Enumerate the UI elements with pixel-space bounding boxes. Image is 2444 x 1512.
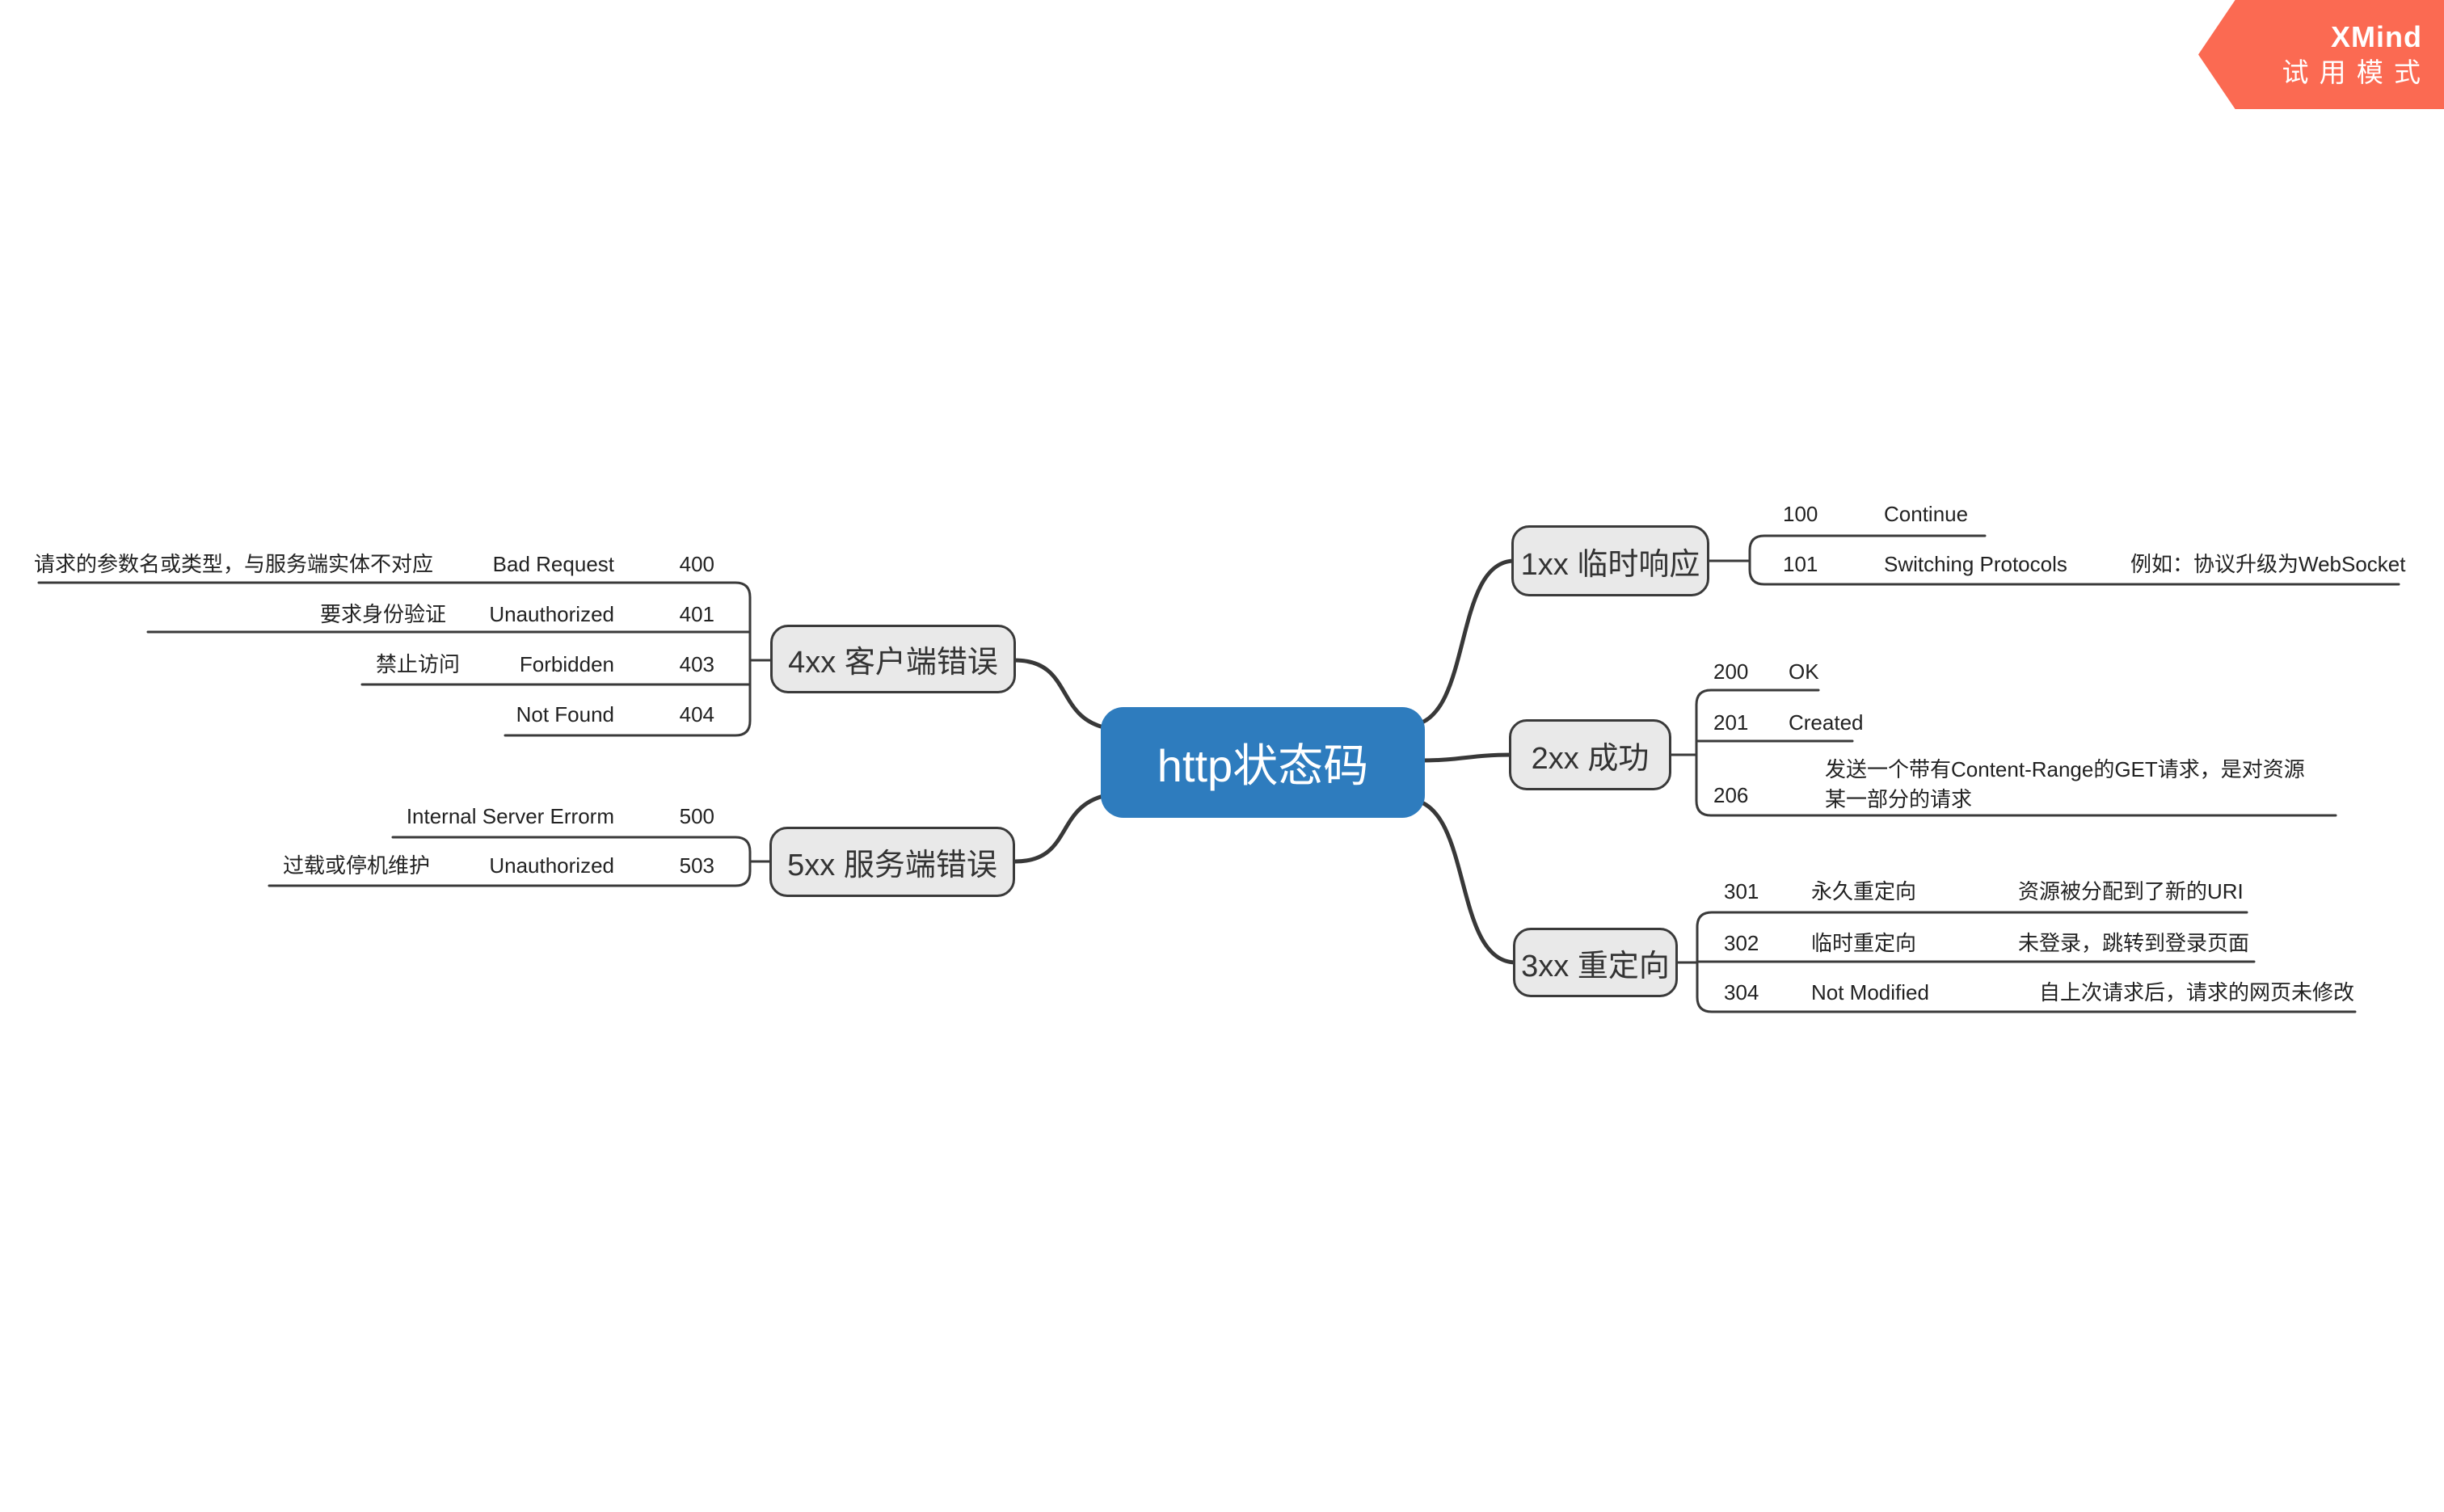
topic-name-403[interactable]: Forbidden xyxy=(519,652,614,676)
central-topic[interactable]: http状态码 xyxy=(1101,707,1425,818)
topic-name-201[interactable]: Created xyxy=(1789,710,1864,735)
topic-code-100[interactable]: 100 xyxy=(1783,502,1818,526)
topic-name-304[interactable]: Not Modified xyxy=(1811,980,1929,1004)
topic-name-500[interactable]: Internal Server Errorm xyxy=(406,804,614,828)
branch-node-5xx[interactable]: 5xx 服务端错误 xyxy=(769,827,1015,897)
central-topic-label: http状态码 xyxy=(1157,740,1369,791)
trial-mode-ribbon[interactable]: XMind 试 用 模 式 xyxy=(2198,0,2444,109)
topic-code-201[interactable]: 201 xyxy=(1713,710,1749,735)
topic-note-101[interactable]: 例如：协议升级为WebSocket xyxy=(2130,552,2406,576)
branch-node-3xx[interactable]: 3xx 重定向 xyxy=(1513,928,1678,997)
topic-note-304[interactable]: 自上次请求后，请求的网页未修改 xyxy=(2039,980,2355,1004)
topic-name-404[interactable]: Not Found xyxy=(516,702,614,727)
topic-note-301[interactable]: 资源被分配到了新的URI xyxy=(2018,879,2244,903)
topic-code-403[interactable]: 403 xyxy=(679,652,714,676)
topic-name-200[interactable]: OK xyxy=(1789,659,1819,684)
trial-mode-label: 试 用 模 式 xyxy=(2282,57,2422,87)
topic-name-101[interactable]: Switching Protocols xyxy=(1884,552,2067,576)
topic-code-200[interactable]: 200 xyxy=(1713,659,1749,684)
branch-node-1xx[interactable]: 1xx 临时响应 xyxy=(1511,525,1709,596)
topic-code-503[interactable]: 503 xyxy=(679,853,714,878)
topic-note-401[interactable]: 要求身份验证 xyxy=(319,602,446,626)
topic-name-400[interactable]: Bad Request xyxy=(492,552,614,576)
topic-code-206[interactable]: 206 xyxy=(1713,783,1749,807)
topic-code-302[interactable]: 302 xyxy=(1724,931,1759,955)
topic-note-400[interactable]: 请求的参数名或类型，与服务端实体不对应 xyxy=(33,552,433,576)
topic-note-503[interactable]: 过载或停机维护 xyxy=(282,853,430,878)
topic-code-400[interactable]: 400 xyxy=(679,552,714,576)
topic-code-404[interactable]: 404 xyxy=(679,702,714,727)
topic-note-403[interactable]: 禁止访问 xyxy=(375,652,460,676)
topic-name-401[interactable]: Unauthorized xyxy=(489,602,614,626)
topic-name-302[interactable]: 临时重定向 xyxy=(1811,931,1917,955)
branch-label-1xx: 1xx 临时响应 xyxy=(1520,547,1700,582)
branch-label-2xx: 2xx 成功 xyxy=(1531,741,1650,776)
branch-label-4xx: 4xx 客户端错误 xyxy=(788,646,998,680)
topic-name-503[interactable]: Unauthorized xyxy=(489,853,614,878)
branch-label-5xx: 5xx 服务端错误 xyxy=(787,849,997,882)
branch-node-2xx[interactable]: 2xx 成功 xyxy=(1509,719,1671,790)
xmind-logo-text: XMind xyxy=(2331,19,2422,53)
topic-note-206[interactable]: 发送一个带有Content-Range的GET请求，是对资源某一部分的请求 xyxy=(1825,757,2305,811)
branch-node-4xx[interactable]: 4xx 客户端错误 xyxy=(770,625,1016,693)
topic-name-301[interactable]: 永久重定向 xyxy=(1811,879,1917,903)
topic-code-304[interactable]: 304 xyxy=(1724,980,1759,1004)
topic-code-301[interactable]: 301 xyxy=(1724,879,1759,903)
topic-name-100[interactable]: Continue xyxy=(1884,502,1969,526)
topic-code-101[interactable]: 101 xyxy=(1783,552,1818,576)
topic-code-401[interactable]: 401 xyxy=(679,602,714,626)
topic-code-500[interactable]: 500 xyxy=(679,804,714,828)
topic-note-302[interactable]: 未登录，跳转到登录页面 xyxy=(2018,931,2250,955)
branch-label-3xx: 3xx 重定向 xyxy=(1521,949,1670,983)
